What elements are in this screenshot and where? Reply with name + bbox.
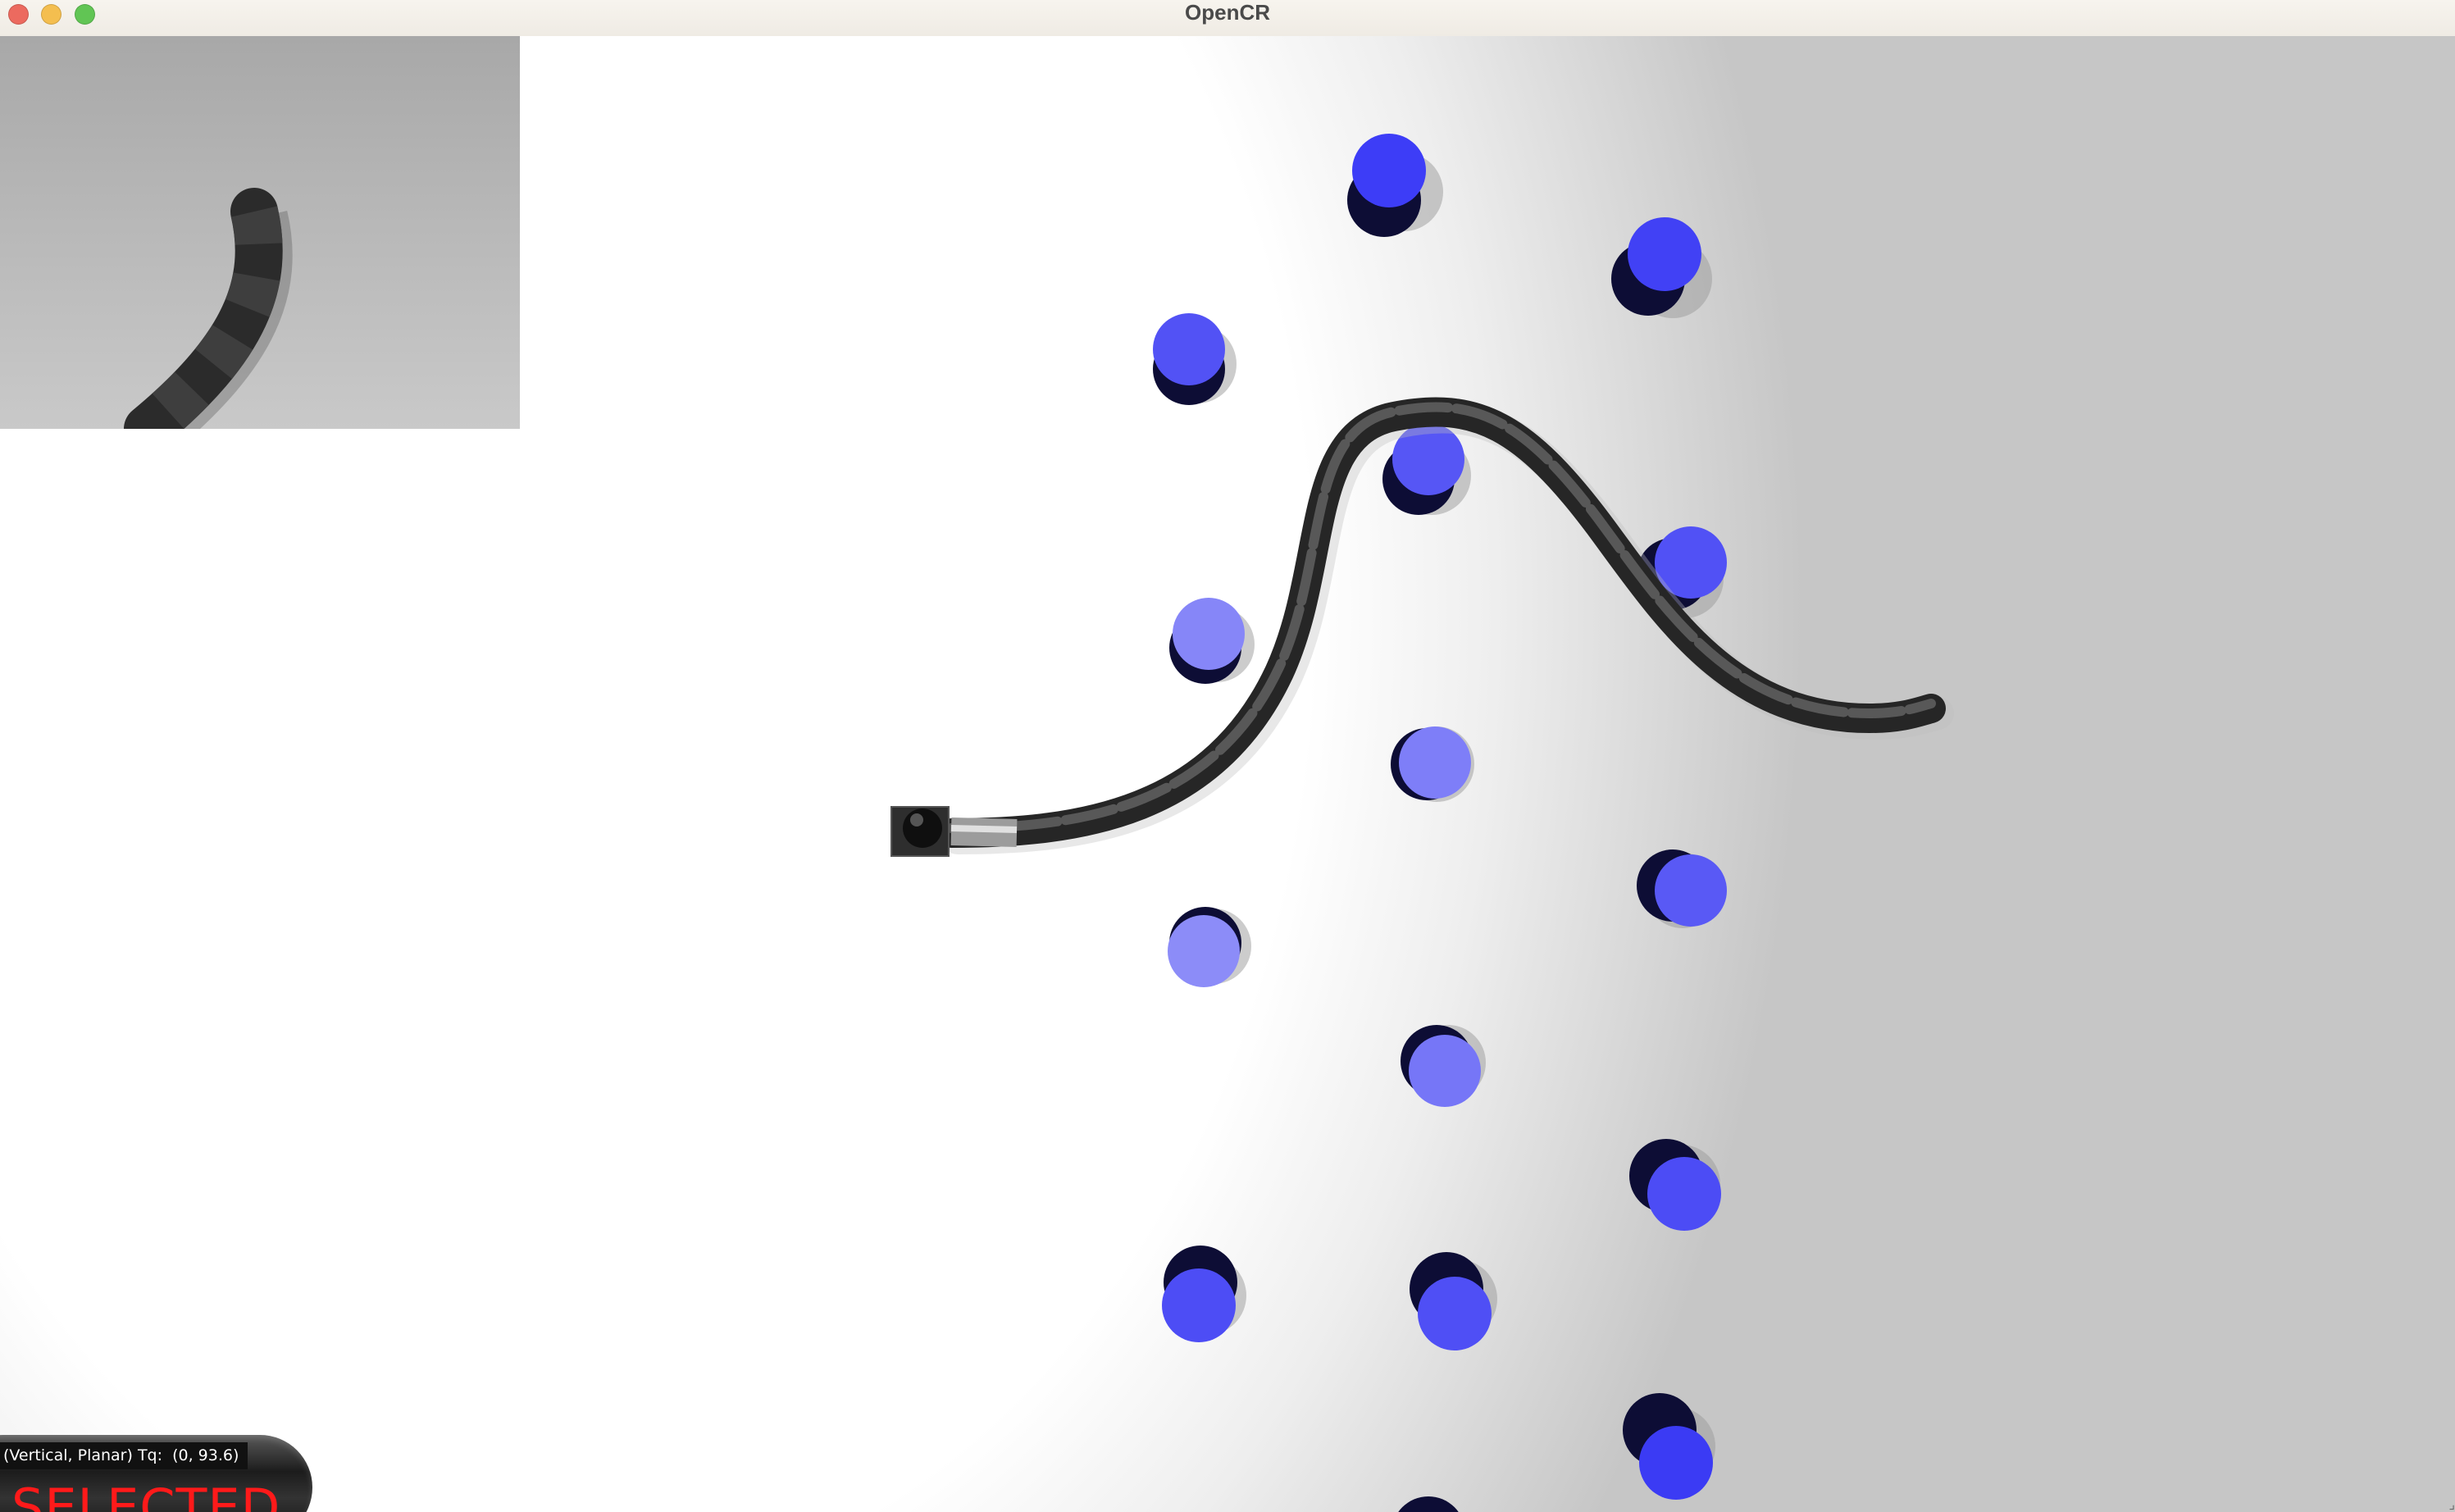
camera-preview-panel xyxy=(0,36,520,429)
scene-canvas[interactable] xyxy=(0,36,2455,1512)
window-titlebar: OpenCR xyxy=(0,0,2455,37)
obstacle-cylinder[interactable] xyxy=(1391,726,1474,802)
torque-readout: (Vertical, Planar) Tq: (0, 93.6) xyxy=(0,1442,248,1469)
robot-base[interactable] xyxy=(890,806,950,857)
obstacle-cylinder[interactable] xyxy=(1153,313,1237,405)
close-window-button[interactable] xyxy=(8,4,29,25)
obstacle-cylinder[interactable] xyxy=(1623,1393,1715,1500)
obstacle-cylinder[interactable] xyxy=(1410,1252,1497,1350)
zoom-window-button[interactable] xyxy=(75,4,95,25)
obstacle-cylinder[interactable] xyxy=(1401,1025,1486,1107)
obstacle-cylinder[interactable] xyxy=(1168,907,1251,987)
obstacle-cylinder[interactable] xyxy=(1169,598,1255,684)
obstacle-cylinder[interactable] xyxy=(1382,423,1471,515)
obstacle-cylinder[interactable] xyxy=(1611,217,1712,318)
obstacle-cylinder[interactable] xyxy=(1637,526,1727,618)
selected-label: SELECTED xyxy=(11,1478,281,1512)
3d-viewport[interactable]: (Vertical, Planar) Tq: (0, 93.6) SELECTE… xyxy=(0,36,2455,1512)
preview-robot-view xyxy=(124,188,293,429)
continuum-robot[interactable] xyxy=(936,397,1954,854)
minimize-window-button[interactable] xyxy=(41,4,61,25)
obstacle-cylinder[interactable] xyxy=(1162,1246,1246,1342)
resize-grip-icon[interactable]: ⌟ xyxy=(2448,1498,2455,1512)
obstacle-cylinder[interactable] xyxy=(1391,1496,1465,1512)
obstacle-cylinder[interactable] xyxy=(1629,1139,1721,1231)
obstacle-cylinder[interactable] xyxy=(1637,849,1727,928)
window-title: OpenCR xyxy=(1185,0,1270,25)
obstacle-cylinder[interactable] xyxy=(1347,134,1443,237)
